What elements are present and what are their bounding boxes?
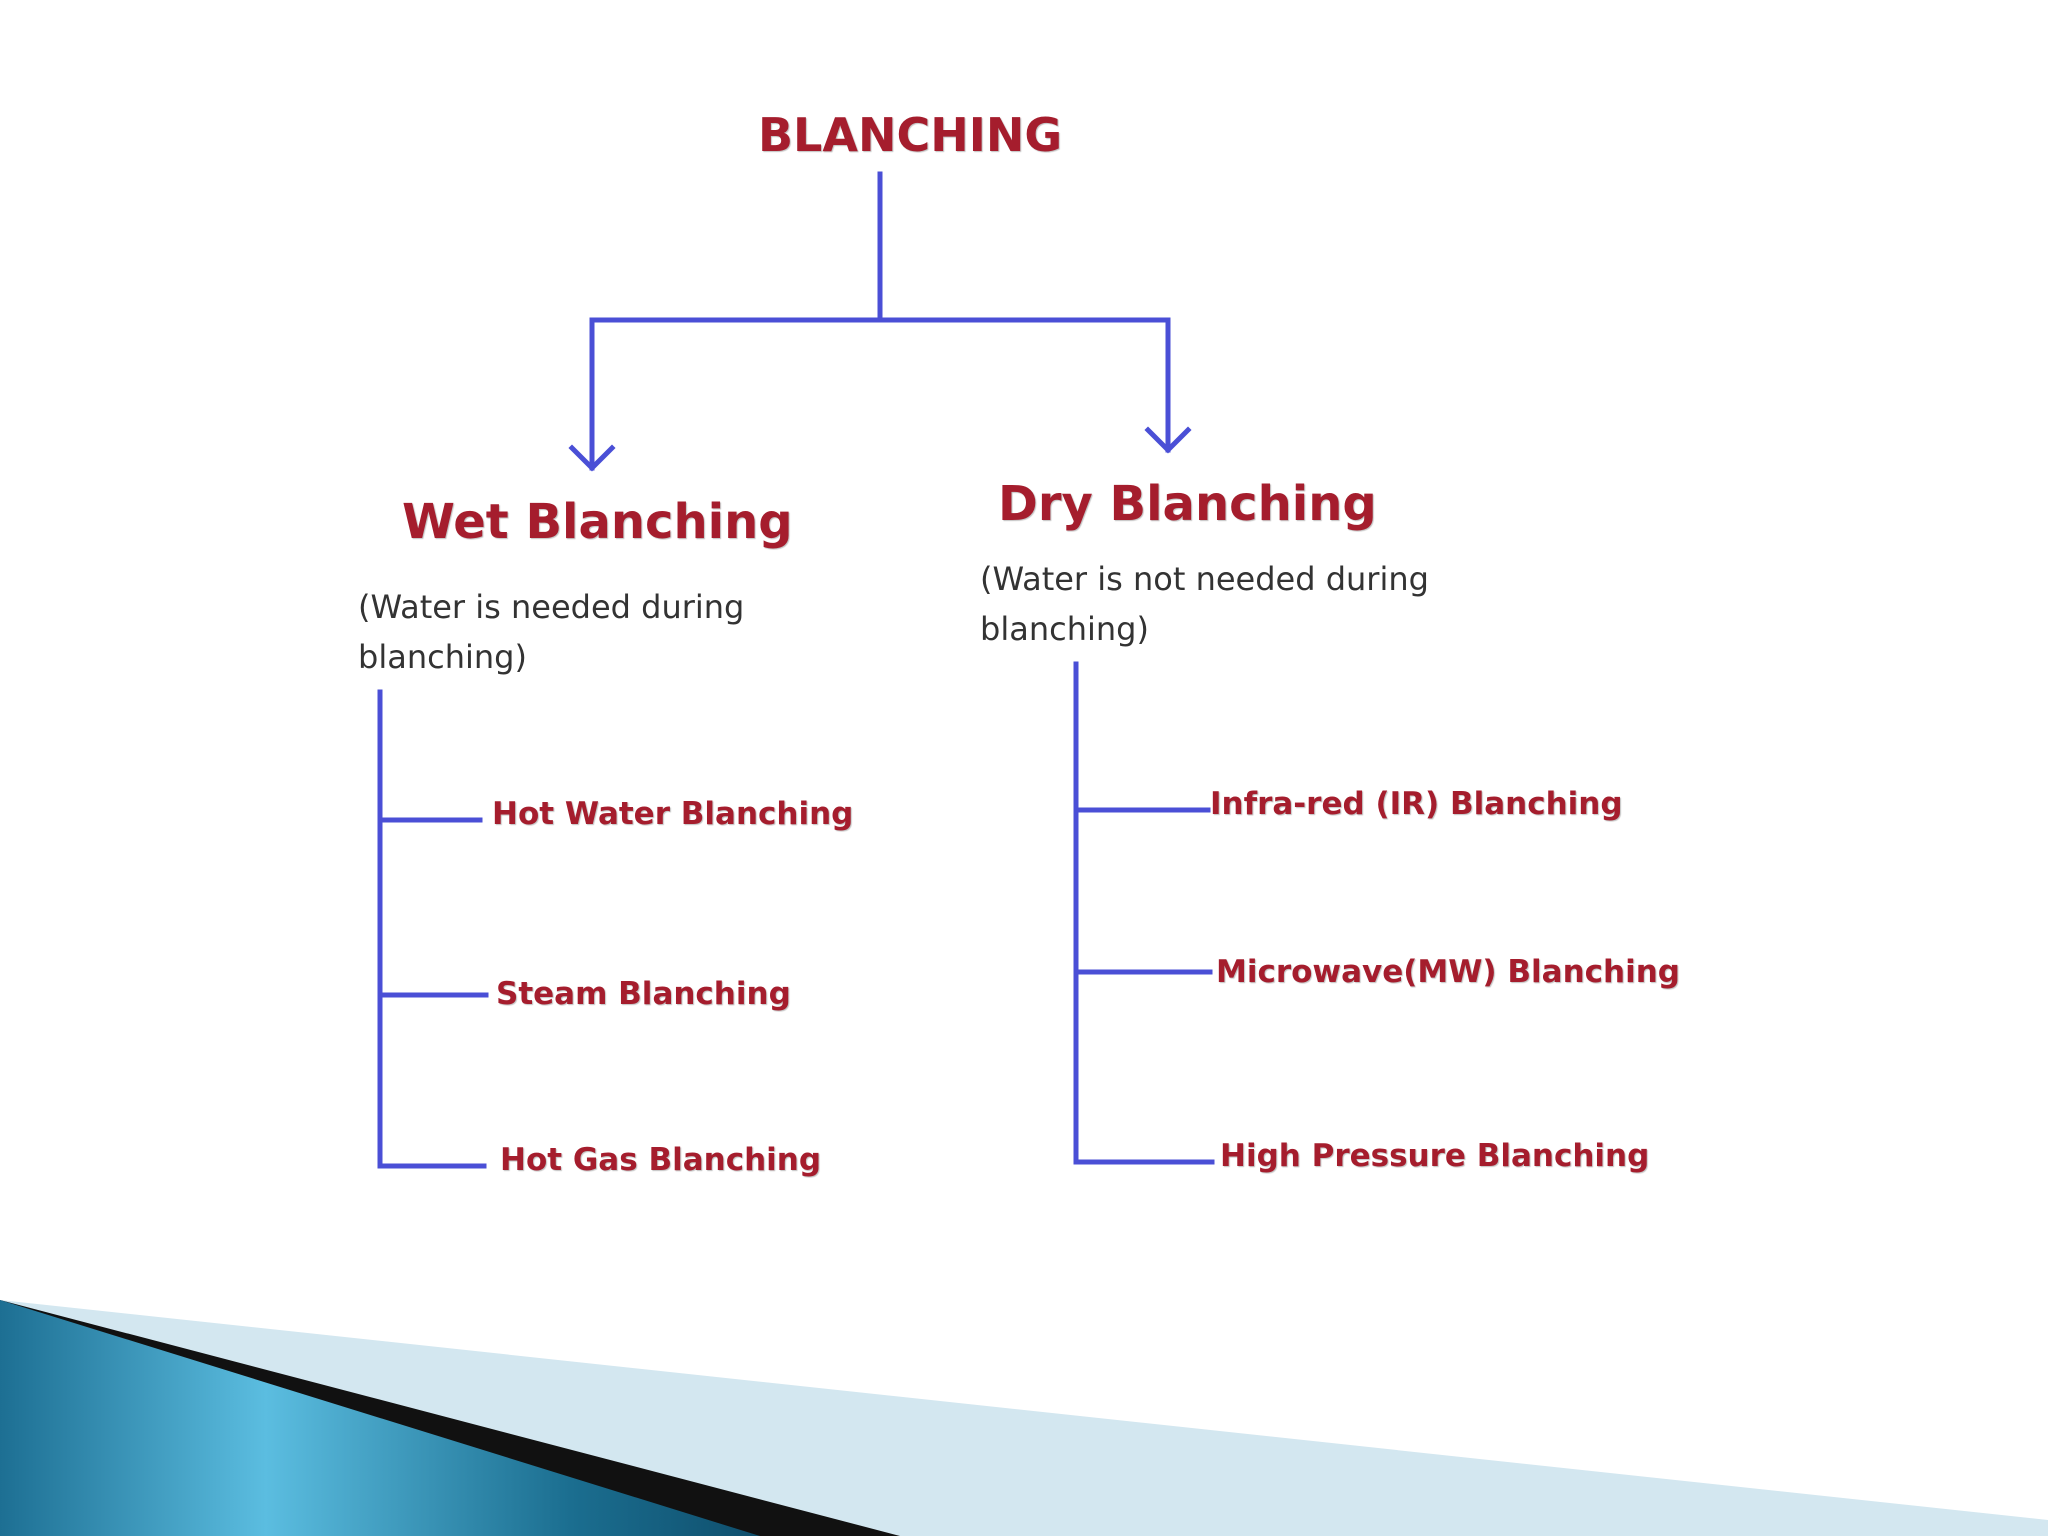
root-title: BLANCHING: [758, 108, 1063, 162]
decor-teal-wedge: [0, 1300, 760, 1536]
dry-blanching-heading: Dry Blanching: [998, 476, 1377, 532]
wet-blanching-heading: Wet Blanching: [402, 494, 793, 550]
method-hot-water: Hot Water Blanching: [492, 796, 854, 832]
method-high-pressure: High Pressure Blanching: [1220, 1138, 1650, 1174]
wet-blanching-note: (Water is needed during blanching): [358, 588, 745, 676]
wet-arrow-head: [568, 444, 616, 472]
method-steam: Steam Blanching: [496, 976, 791, 1012]
method-infra-red: Infra-red (IR) Blanching: [1210, 786, 1623, 822]
method-hot-gas: Hot Gas Blanching: [500, 1142, 822, 1178]
method-microwave: Microwave(MW) Blanching: [1216, 954, 1680, 990]
dry-arrow-head: [1144, 426, 1192, 454]
dry-blanching-note: (Water is not needed during blanching): [980, 560, 1429, 648]
